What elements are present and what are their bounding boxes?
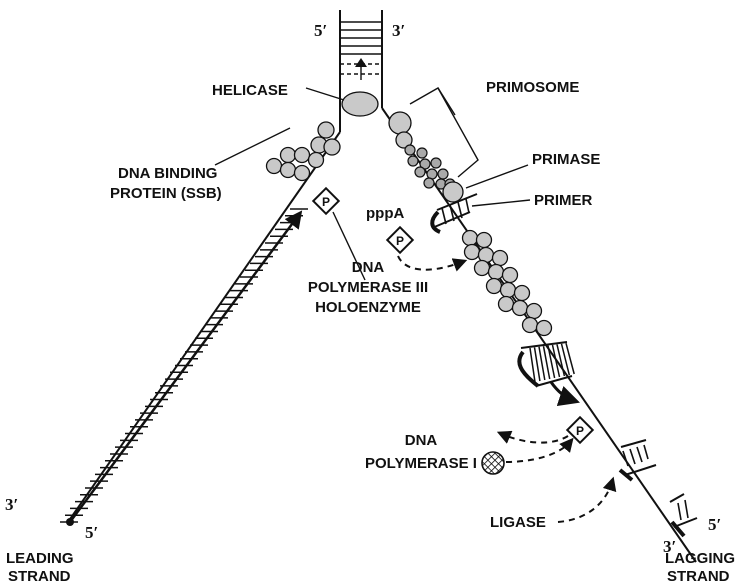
ssb-label-line-1: DNA BINDING [118, 165, 217, 182]
ssb-protein-icon [281, 163, 296, 178]
polymerase-i-icon [482, 452, 504, 474]
primosome [389, 112, 463, 202]
lagging-strand-label-2: STRAND [667, 568, 730, 583]
polymerase-iii-label-1: DNA [352, 259, 385, 276]
ssb-protein-icon [499, 297, 514, 312]
ssb-protein-icon [281, 148, 296, 163]
lagging-5-prime-label: 5′ [708, 515, 721, 534]
ssb-protein-icon [318, 122, 334, 138]
helicase-icon [342, 92, 378, 116]
ssb-protein-icon [295, 166, 310, 181]
polymerase-iii-label-3: HOLOENZYME [315, 299, 421, 316]
svg-text:P: P [576, 424, 584, 438]
polymerase-i-label-2: POLYMERASE I [365, 455, 477, 472]
ligase-arrow [558, 482, 612, 522]
leading-5-prime-label: 5′ [85, 523, 98, 542]
polymerase-i-binding-arrow [506, 442, 570, 462]
primer-label: PRIMER [534, 192, 593, 209]
ssb-protein-icon [515, 286, 530, 301]
ssb-protein-icon [295, 148, 310, 163]
primer-leader-line [472, 200, 530, 206]
parental-3-prime-label: 3′ [392, 21, 405, 40]
ssb-protein-icon [489, 265, 504, 280]
base-pair-rung [535, 347, 540, 381]
pppa-release-arrow [398, 256, 462, 270]
ssb-protein-icon [475, 261, 490, 276]
ssb-protein-icon [527, 304, 542, 319]
svg-text:P: P [396, 234, 404, 248]
ssb-protein-icon [523, 318, 538, 333]
ssb-protein-icon [537, 321, 552, 336]
leading-strand-label-1: LEADING [6, 550, 74, 567]
primosome-leader-line [438, 88, 455, 115]
polymerase-i-label-1: DNA [405, 432, 438, 449]
ssb-protein-icon [463, 231, 478, 246]
polymerase-iii-label-2: POLYMERASE III [308, 279, 428, 296]
helicase-leader-line [306, 88, 344, 100]
leading-strand-label-2: STRAND [8, 568, 71, 583]
ligase-label: LIGASE [490, 514, 546, 531]
helicase-label: HELICASE [212, 82, 288, 99]
polymerase-i-phosphate-icon: P [567, 417, 592, 442]
base-pair-rung [530, 348, 535, 382]
leading-3-prime-label: 3′ [5, 495, 18, 514]
polymerase-i-release-arrow [502, 434, 568, 443]
primosome-label: PRIMOSOME [486, 79, 579, 96]
ssb-protein-icon [513, 301, 528, 316]
ssb-protein-icon [267, 159, 282, 174]
ssb-label-line-2: PROTEIN (SSB) [110, 185, 222, 202]
primase-icon [443, 182, 463, 202]
ssb-protein-icon [465, 245, 480, 260]
parental-5-prime-label: 5′ [314, 21, 327, 40]
okazaki-fragment-growing [519, 342, 574, 400]
ssb-protein-icon [501, 283, 516, 298]
primosome-protein-icon [389, 112, 411, 134]
polymerase-iii-icon: P [313, 188, 338, 213]
lagging-strand-label-1: LAGGING [665, 550, 735, 567]
ssb-protein-icon [487, 279, 502, 294]
ssb-cluster-right [463, 231, 552, 336]
ssb-cluster-left [267, 122, 341, 181]
ssb-protein-icon [477, 233, 492, 248]
okazaki-fragment-completed [620, 440, 656, 480]
svg-text:P: P [322, 195, 330, 209]
pppa-phosphate-icon: P [387, 227, 412, 252]
ssb-protein-icon [493, 251, 508, 266]
ssb-protein-icon [324, 139, 340, 155]
ssb-protein-icon [503, 268, 518, 283]
pppa-label: pppA [366, 205, 404, 222]
parental-duplex [340, 10, 382, 100]
primase-leader-line [466, 165, 528, 188]
primase-subunit-icon [405, 145, 415, 155]
primase-label: PRIMASE [532, 151, 600, 168]
ssb-protein-icon [309, 153, 324, 168]
